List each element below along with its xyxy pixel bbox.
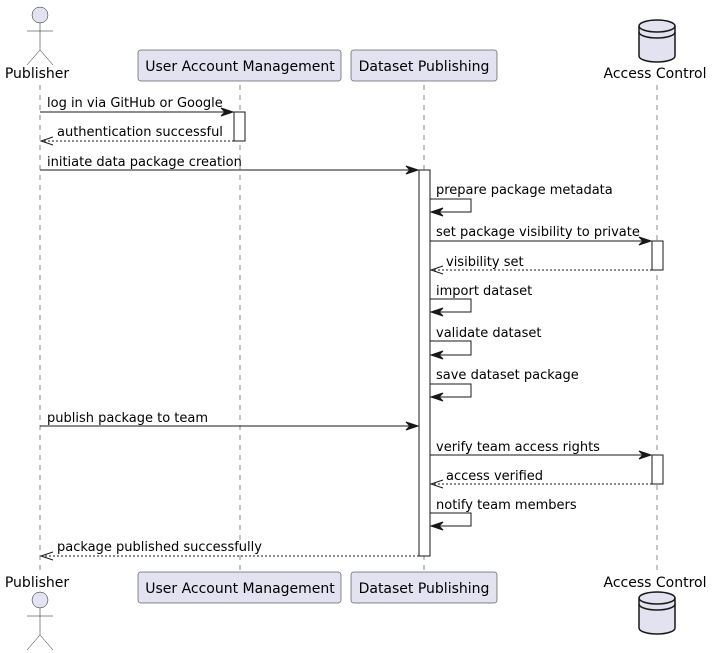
participant-label-access-control-bottom: Access Control bbox=[604, 575, 707, 591]
message-label: validate dataset bbox=[436, 326, 541, 341]
participant-dataset-publishing-top: Dataset Publishing bbox=[350, 49, 498, 82]
participant-label-user-account-management: User Account Management bbox=[145, 59, 335, 75]
participant-access-control-bottom: Access Control bbox=[604, 575, 707, 635]
message-prepare-metadata: prepare package metadata bbox=[429, 183, 613, 217]
activation-dataset-publishing bbox=[418, 169, 431, 557]
message-access-verified: access verified bbox=[429, 469, 652, 489]
participant-label-publisher-bottom: Publisher bbox=[5, 575, 70, 591]
participant-label-dataset-publishing: Dataset Publishing bbox=[359, 59, 490, 75]
message-visibility-set: visibility set bbox=[429, 255, 652, 275]
message-notify-team: notify team members bbox=[429, 498, 577, 531]
participant-label-dataset-publishing-bottom: Dataset Publishing bbox=[359, 581, 490, 597]
activation-access-control-1 bbox=[651, 240, 664, 271]
message-validate-dataset: validate dataset bbox=[429, 326, 541, 360]
message-label: visibility set bbox=[446, 255, 524, 270]
message-label: authentication successful bbox=[57, 125, 223, 140]
message-label: publish package to team bbox=[47, 411, 208, 426]
message-import-dataset: import dataset bbox=[429, 284, 532, 317]
message-label: log in via GitHub or Google bbox=[47, 96, 223, 111]
actor-publisher-top: Publisher bbox=[5, 6, 70, 82]
message-label: import dataset bbox=[436, 284, 532, 299]
participant-label-user-account-management-bottom: User Account Management bbox=[145, 581, 335, 597]
message-label: access verified bbox=[446, 469, 543, 484]
actor-head-icon bbox=[31, 6, 49, 24]
participant-label-publisher: Publisher bbox=[5, 66, 70, 82]
message-label: verify team access rights bbox=[436, 440, 600, 455]
message-label: set package visibility to private bbox=[436, 225, 640, 240]
message-verify-access: verify team access rights bbox=[430, 440, 653, 460]
message-publish-package: publish package to team bbox=[40, 411, 420, 431]
message-label: initiate data package creation bbox=[47, 155, 242, 170]
message-save-dataset-package: save dataset package bbox=[429, 368, 579, 402]
actor-publisher-bottom: Publisher bbox=[5, 575, 70, 651]
message-label: package published successfully bbox=[57, 540, 262, 555]
message-initiate-package-creation: initiate data package creation bbox=[40, 155, 420, 175]
message-set-visibility: set package visibility to private bbox=[430, 225, 653, 246]
database-icon bbox=[638, 591, 676, 635]
message-label: save dataset package bbox=[436, 368, 579, 383]
participant-access-control-top: Access Control bbox=[604, 19, 707, 82]
database-icon bbox=[638, 19, 676, 63]
message-log-in: log in via GitHub or Google bbox=[40, 96, 235, 117]
actor-head-icon bbox=[31, 591, 49, 609]
participant-user-account-management-top: User Account Management bbox=[137, 49, 342, 82]
message-label: notify team members bbox=[436, 498, 577, 513]
participant-label-access-control: Access Control bbox=[604, 66, 707, 82]
participant-dataset-publishing-bottom: Dataset Publishing bbox=[350, 571, 498, 604]
message-authentication-successful: authentication successful bbox=[39, 125, 234, 146]
activation-user-account-management bbox=[233, 111, 246, 142]
message-package-published: package published successfully bbox=[39, 540, 419, 561]
message-label: prepare package metadata bbox=[436, 183, 613, 198]
activation-access-control-2 bbox=[651, 454, 664, 485]
participant-user-account-management-bottom: User Account Management bbox=[137, 571, 342, 604]
